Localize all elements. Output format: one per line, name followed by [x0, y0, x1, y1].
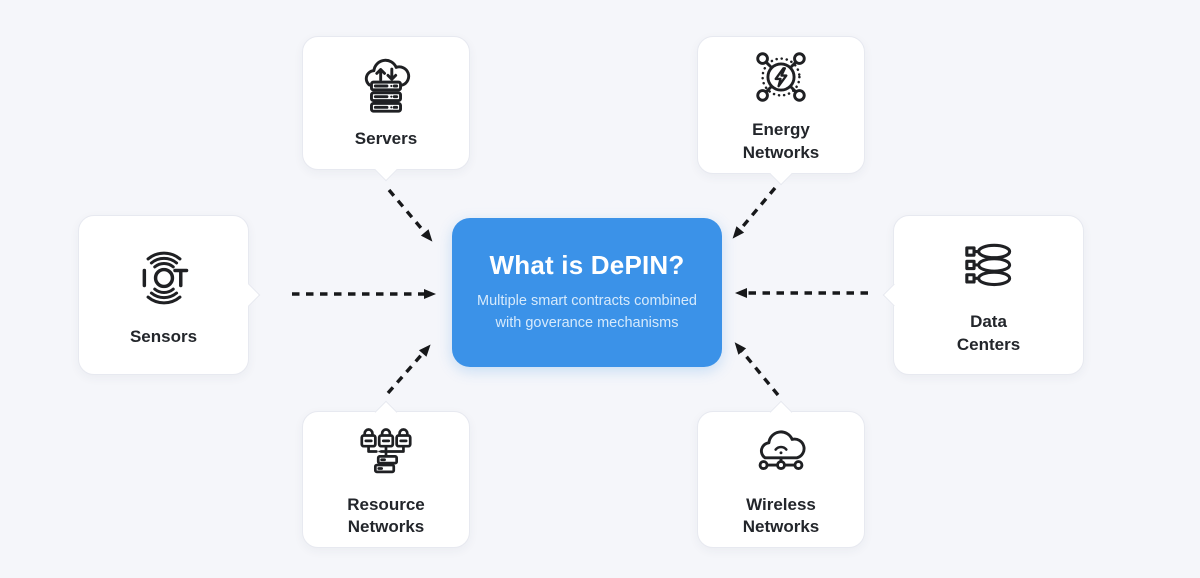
energy-network-icon [756, 52, 806, 102]
locked-resources-icon [360, 427, 412, 473]
card-energy-networks-label: Energy Networks [742, 120, 820, 162]
arrow-energy-networks-to-center [732, 186, 777, 239]
card-wireless-networks: Wireless Networks [697, 400, 865, 548]
card-resource-networks-label: Resource Networks [347, 494, 425, 536]
card-data-centers: Data Centers [882, 215, 1084, 375]
arrow-servers-to-center [387, 188, 433, 242]
card-servers-label: Servers [354, 129, 418, 149]
center-title: What is DePIN? [489, 250, 685, 281]
card-sensors: Sensors [78, 215, 260, 375]
arrow-resource-networks-to-center [386, 344, 431, 395]
database-stack-icon [964, 243, 1011, 287]
card-sensors-label: Sensors [129, 327, 198, 347]
card-data-centers-label: Data Centers [956, 312, 1021, 354]
cloud-upload-servers-icon [364, 59, 411, 113]
center-depin-box: What is DePIN? Multiple smart contracts … [452, 218, 722, 367]
iot-signal-icon [142, 251, 188, 305]
arrow-wireless-networks-to-center [734, 342, 780, 397]
card-resource-networks: Resource Networks [302, 400, 470, 548]
card-servers: Servers [302, 36, 470, 181]
center-subtitle: Multiple smart contracts combined with g… [477, 293, 697, 331]
card-wireless-networks-label: Wireless Networks [742, 494, 820, 536]
card-energy-networks: Energy Networks [697, 36, 865, 185]
wireless-cloud-network-icon [758, 430, 806, 470]
